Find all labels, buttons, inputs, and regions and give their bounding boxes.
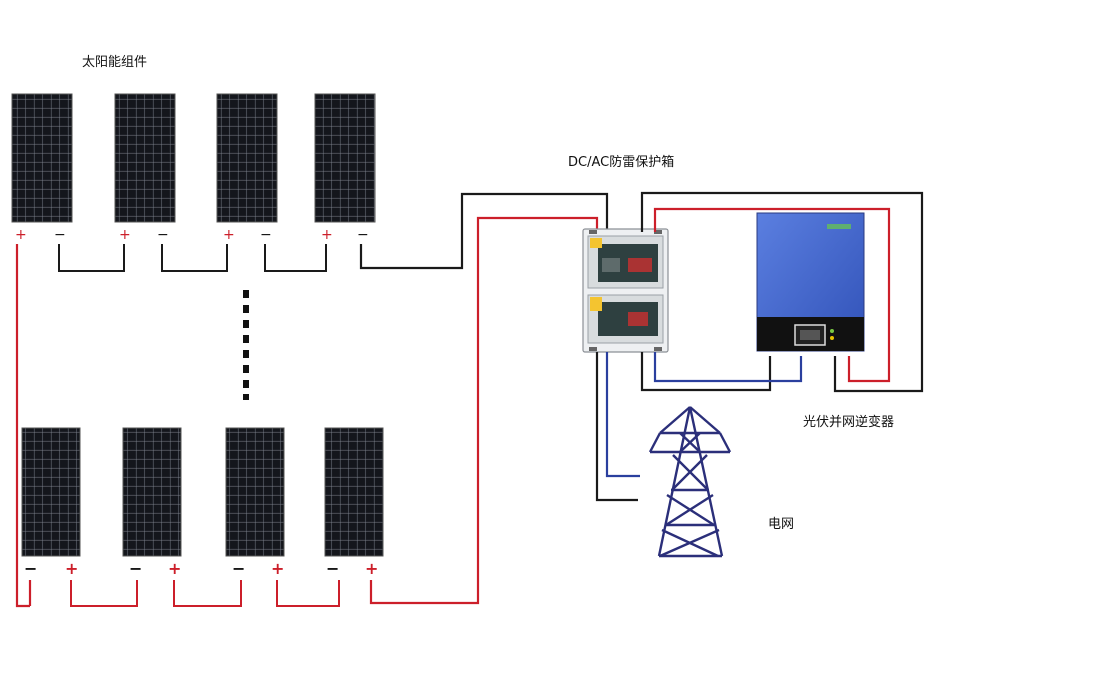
box-to-inverter-ac-wires (640, 352, 803, 392)
inverter-icon (756, 212, 865, 352)
plus-terminal: + (65, 559, 78, 578)
box-to-inverter-dc-wires (640, 191, 924, 393)
bottom-row-terminals: − + − + − + − + (24, 559, 378, 578)
minus-terminal: − (357, 227, 369, 243)
protection-box-label: DC/AC防雷保护箱 (568, 154, 674, 170)
minus-terminal: − (54, 227, 66, 243)
minus-terminal: − (24, 559, 37, 578)
top-row-jumpers (58, 244, 327, 272)
solar-panel-icon (314, 93, 376, 223)
solar-panel-icon (122, 427, 182, 557)
solar-panel-icon (21, 427, 81, 557)
solar-panel-icon (216, 93, 278, 223)
bottom-panel-row (21, 427, 384, 557)
plus-terminal: + (168, 559, 181, 578)
solar-panel-icon (324, 427, 384, 557)
minus-terminal: − (232, 559, 245, 578)
inverter-label: 光伏并网逆变器 (803, 414, 894, 430)
left-string-wire (15, 244, 32, 608)
minus-terminal: − (326, 559, 339, 578)
top-row-terminals: + − + − + − + − (15, 227, 369, 243)
ellipsis-dots (243, 290, 249, 400)
plus-terminal: + (321, 227, 333, 243)
plus-terminal: + (119, 227, 131, 243)
solar-panel-icon (11, 93, 73, 223)
plus-terminal: + (15, 227, 27, 243)
solar-modules-label: 太阳能组件 (82, 55, 147, 70)
plus-terminal: + (271, 559, 284, 578)
box-to-grid-wires (595, 352, 640, 502)
top-panel-row (11, 93, 376, 223)
dc-positive-wire (369, 216, 599, 605)
minus-terminal: − (260, 227, 272, 243)
bottom-row-jumpers (70, 580, 340, 607)
grid-label: 电网 (768, 517, 794, 532)
minus-terminal: − (157, 227, 169, 243)
plus-terminal: + (365, 559, 378, 578)
solar-panel-icon (225, 427, 285, 557)
minus-terminal: − (129, 559, 142, 578)
solar-panel-icon (114, 93, 176, 223)
transmission-tower-icon (648, 406, 732, 558)
plus-terminal: + (223, 227, 235, 243)
lightning-protection-box-icon (582, 228, 669, 353)
dc-negative-wire (359, 192, 609, 270)
